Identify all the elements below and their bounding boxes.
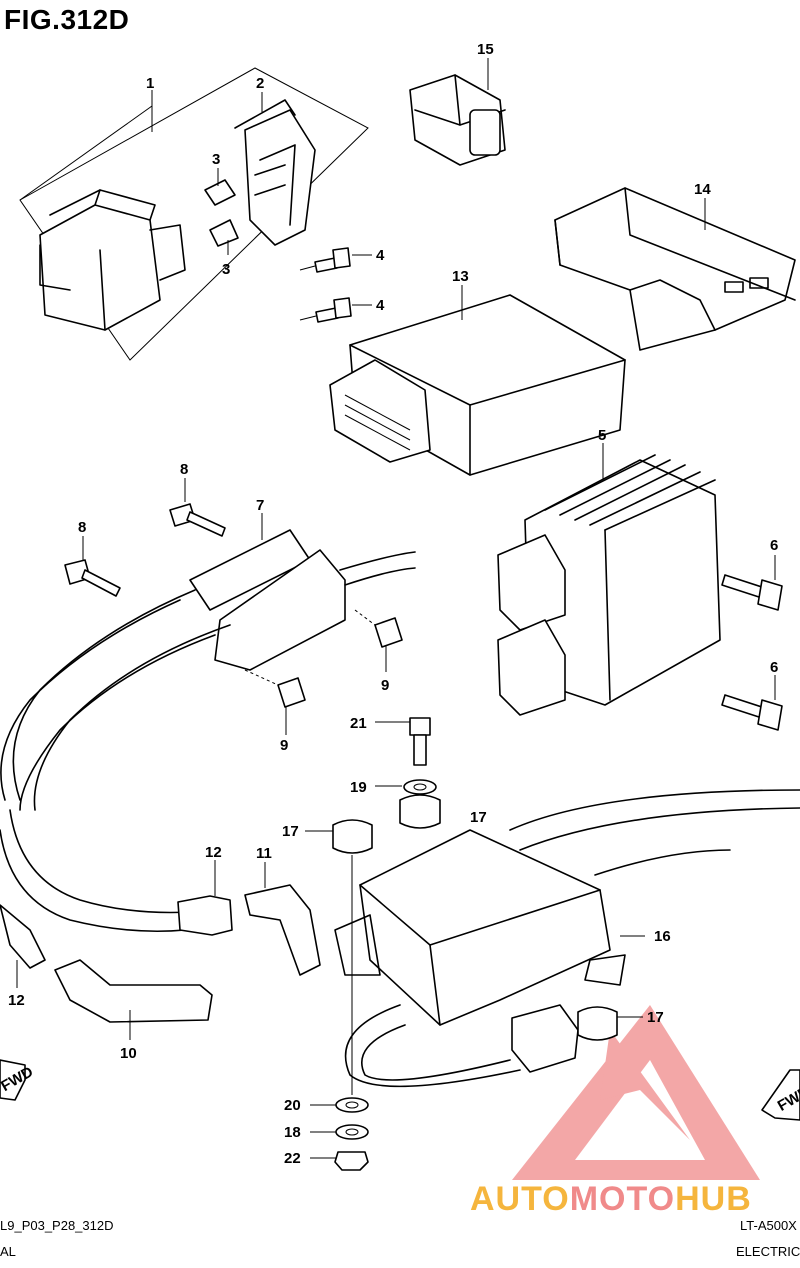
section-name: ELECTRICA	[736, 1244, 800, 1259]
callout-8-lower: 8	[78, 519, 86, 536]
callout-22: 22	[284, 1150, 301, 1167]
watermark-part-3: HUB	[675, 1180, 752, 1218]
watermark-wordmark: AUTOMOTOHUB	[470, 1180, 752, 1219]
part-22-nut	[334, 1151, 369, 1171]
part-15-connector	[409, 74, 506, 166]
leader-lines	[16, 58, 776, 1159]
callout-9-left: 9	[280, 737, 288, 754]
callout-18: 18	[284, 1124, 301, 1141]
callout-19: 19	[350, 779, 367, 796]
callout-12-left: 12	[8, 992, 25, 1009]
part-1-relay	[39, 189, 186, 331]
part-9-collars	[244, 609, 403, 708]
callout-14: 14	[694, 181, 711, 198]
part-2-relay-bracket	[234, 99, 316, 246]
part-18-washer	[335, 1124, 369, 1140]
watermark-part-1: AUTO	[470, 1180, 570, 1218]
part-12-caps	[0, 895, 233, 969]
callout-17-right: 17	[647, 1009, 664, 1026]
callout-21: 21	[350, 715, 367, 732]
part-10-plug-cap	[54, 959, 213, 1023]
model-code: LT-A500X	[740, 1218, 797, 1233]
callout-12-right: 12	[205, 844, 222, 861]
callout-17-left: 17	[282, 823, 299, 840]
figure-title: FIG.312D	[4, 4, 130, 35]
callout-9-right: 9	[381, 677, 389, 694]
part-5-regulator	[497, 454, 721, 716]
callout-15: 15	[477, 41, 494, 58]
watermark-triangle	[512, 1005, 760, 1180]
callout-13: 13	[452, 268, 469, 285]
part-4-bolts	[299, 247, 352, 323]
callout-16: 16	[654, 928, 671, 945]
part-19-washer	[403, 779, 437, 795]
part-17-grommets	[332, 794, 618, 1041]
coil-cables	[0, 589, 231, 933]
callout-3-upper: 3	[212, 151, 220, 168]
fwd-arrow-left: FWD	[0, 1059, 36, 1101]
callout-17-mid: 17	[470, 809, 487, 826]
callout-4-lower: 4	[376, 297, 385, 314]
figure-code: L9_P03_P28_312D	[0, 1218, 114, 1233]
part-21-bolt	[409, 717, 431, 766]
callout-8-upper: 8	[180, 461, 188, 478]
figure-desc: AL	[0, 1244, 16, 1259]
callout-4-upper: 4	[376, 247, 385, 264]
callout-3-lower: 3	[222, 261, 230, 278]
part-8-bolts	[64, 503, 226, 597]
callout-5: 5	[598, 427, 606, 444]
part-7-ignition-coil	[189, 529, 416, 671]
part-6-bolts	[721, 574, 783, 731]
part-14-cover	[554, 187, 796, 351]
callout-10: 10	[120, 1045, 137, 1062]
callout-7: 7	[256, 497, 264, 514]
callout-6-lower: 6	[770, 659, 778, 676]
callout-2: 2	[256, 75, 264, 92]
part-11-plug-cap	[244, 884, 321, 976]
part-20-washer	[335, 1097, 369, 1113]
callout-6-upper: 6	[770, 537, 778, 554]
fwd-arrow-right: FWD	[761, 1069, 800, 1121]
callout-11: 11	[256, 845, 272, 862]
part-16-module	[334, 789, 800, 1088]
watermark-part-2: MOTO	[569, 1180, 676, 1218]
callout-1: 1	[146, 75, 154, 92]
callout-20: 20	[284, 1097, 301, 1114]
part-3-fuses	[204, 179, 239, 247]
part-13-ecu	[329, 294, 626, 476]
